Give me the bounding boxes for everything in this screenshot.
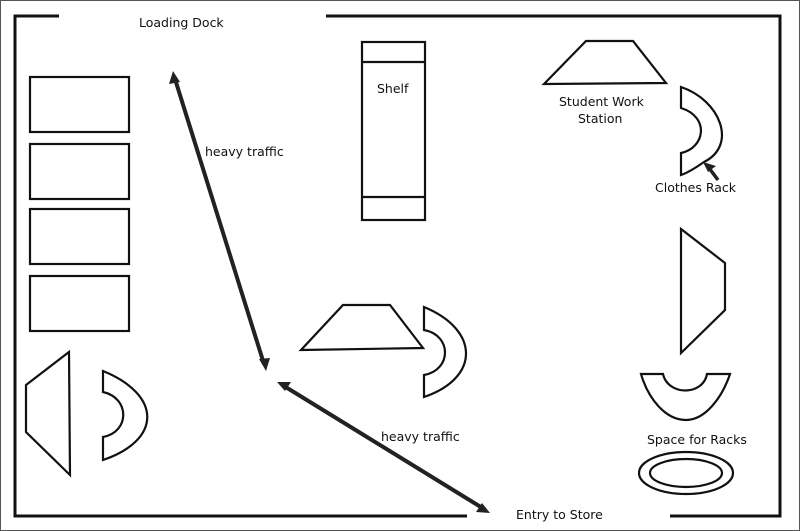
arrowhead-left-icon: [277, 382, 291, 391]
clothes-rack-bottom-left: [101, 369, 149, 462]
loading-dock-label: Loading Dock: [139, 15, 224, 30]
table-3: [28, 207, 131, 266]
work-station-top: [541, 39, 669, 86]
shelf: Shelf: [360, 40, 427, 222]
arrowhead-right-icon: [476, 503, 490, 513]
arrowhead-up-icon: [169, 71, 180, 84]
entry-to-store-label: Entry to Store: [516, 507, 603, 522]
rack-space: [637, 450, 735, 496]
clothes-rack-top: [679, 85, 723, 177]
work-station-label-2: Station: [578, 111, 622, 126]
heavy-traffic-lower-label: heavy traffic: [381, 429, 460, 444]
wall-top-right: [326, 14, 782, 518]
work-station-right: [679, 226, 727, 356]
wall-top-left: [13, 14, 467, 518]
shelf-label: Shelf: [377, 81, 409, 96]
clothes-rack-right: [639, 372, 732, 422]
clothes-rack-label: Clothes Rack: [655, 180, 737, 195]
traffic-path-lower: [277, 382, 490, 513]
work-station-center: [298, 303, 426, 352]
arrowhead-down-icon: [259, 358, 270, 371]
heavy-traffic-upper-label: heavy traffic: [205, 144, 284, 159]
clothes-rack-center: [422, 305, 467, 399]
table-1: [28, 75, 131, 134]
traffic-path-upper: [169, 71, 270, 371]
work-station-bottom-left: [24, 349, 72, 478]
pointer-arrow-icon: [703, 162, 720, 182]
table-2: [28, 142, 131, 201]
table-4: [28, 274, 131, 333]
space-for-racks-label: Space for Racks: [647, 432, 747, 447]
work-station-label-1: Student Work: [559, 94, 645, 109]
